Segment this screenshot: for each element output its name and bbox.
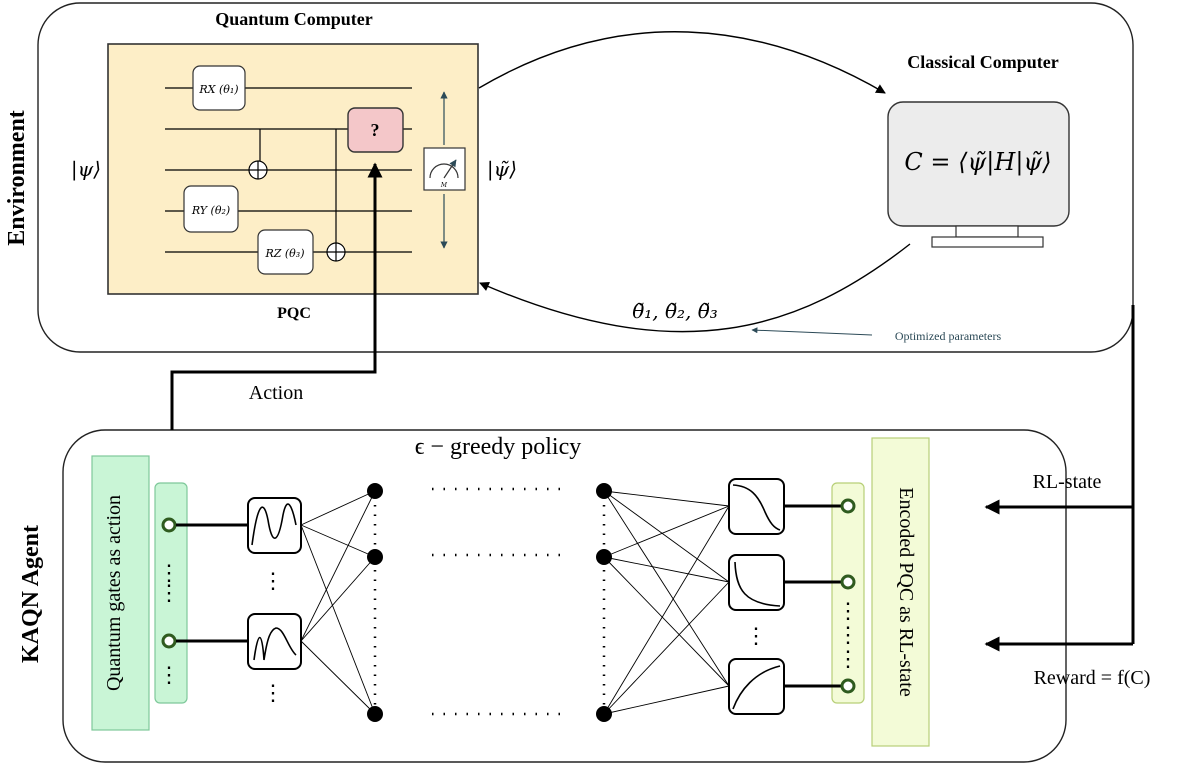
output-port-1	[784, 498, 856, 514]
node	[367, 483, 383, 499]
rx-gate: RX (θ₁)	[192, 65, 246, 111]
state-column-panel	[871, 437, 930, 747]
input-ellipsis-3: ⋮	[158, 663, 180, 688]
monitor-icon	[887, 101, 1070, 248]
node	[367, 549, 383, 565]
pqc-label: PQC	[277, 305, 311, 322]
activation-box-wave	[247, 613, 302, 670]
optimized-params: θ̃₁, θ̃₂, θ̃₃	[632, 299, 718, 323]
connections-right	[603, 490, 730, 715]
action-column-label: Quantum gates as action	[103, 495, 125, 691]
input-port-strip	[154, 482, 188, 704]
activation-box-decay	[728, 478, 785, 535]
state-column-label: Encoded PQC as RL-state	[895, 487, 917, 697]
agent-label: KAQN Agent	[18, 525, 44, 663]
action-label: Action	[249, 382, 303, 404]
activation-box-log	[728, 658, 785, 715]
input-ellipsis-2: ⋮	[158, 581, 180, 606]
input-ellipsis: ⋮	[158, 561, 180, 586]
unknown-gate: ?	[347, 107, 404, 153]
output-ellipsis-3: ⋮	[837, 647, 859, 672]
classical-to-pqc-arrow	[479, 243, 911, 333]
pqc-to-classical-arrow	[478, 31, 886, 94]
cnot-gate-1	[248, 129, 268, 180]
output-port-strip	[831, 482, 865, 704]
output-port-3	[784, 678, 856, 694]
svg-text:M: M	[440, 182, 448, 189]
node-column-1	[367, 483, 383, 722]
output-state: |ψ̃⟩	[487, 157, 517, 182]
classical-computer-title: Classical Computer	[907, 52, 1059, 72]
output-port-2	[784, 574, 856, 590]
action-arrow	[170, 162, 383, 430]
layer-ellipses	[432, 487, 560, 716]
svg-text:?: ?	[371, 120, 380, 140]
node	[367, 706, 383, 722]
activation-box-exp-decay	[728, 554, 785, 611]
environment-label: Environment	[4, 110, 30, 246]
measurement-gate: M	[423, 91, 466, 249]
activation-box-sine	[247, 497, 302, 554]
reward-label: Reward = f(C)	[1034, 667, 1151, 689]
svg-text:RX (θ₁): RX (θ₁)	[198, 83, 238, 96]
optimized-params-label: Optimized parameters	[895, 329, 1002, 343]
svg-text:RZ (θ₃): RZ (θ₃)	[264, 247, 304, 260]
input-port-2	[161, 633, 248, 649]
ry-gate: RY (θ₂)	[183, 185, 239, 233]
activation-ellipsis-right: ⋮	[745, 624, 767, 649]
output-ellipsis-2: ⋮	[837, 623, 859, 648]
activation-ellipsis: ⋮	[262, 569, 284, 594]
action-column-panel	[91, 455, 150, 731]
rl-state-label: RL-state	[1033, 471, 1102, 493]
cnot-gate-2	[326, 129, 346, 262]
policy-label: ϵ − greedy policy	[415, 434, 582, 460]
output-ellipsis: ⋮	[837, 599, 859, 624]
input-port-1	[161, 517, 248, 533]
connections-left	[300, 490, 376, 715]
quantum-computer-title: Quantum Computer	[215, 9, 373, 29]
rz-gate: RZ (θ₃)	[257, 229, 314, 275]
input-state: |ψ⟩	[71, 157, 101, 182]
node-column-2	[596, 483, 612, 722]
agent-container	[62, 429, 1067, 763]
cost-expression: C = ⟨ψ̃|H|ψ̃⟩	[904, 148, 1051, 177]
optimized-params-pointer	[751, 327, 873, 336]
environment-container	[37, 2, 1134, 353]
svg-text:RY (θ₂): RY (θ₂)	[191, 204, 230, 217]
activation-ellipsis-2: ⋮	[262, 681, 284, 706]
